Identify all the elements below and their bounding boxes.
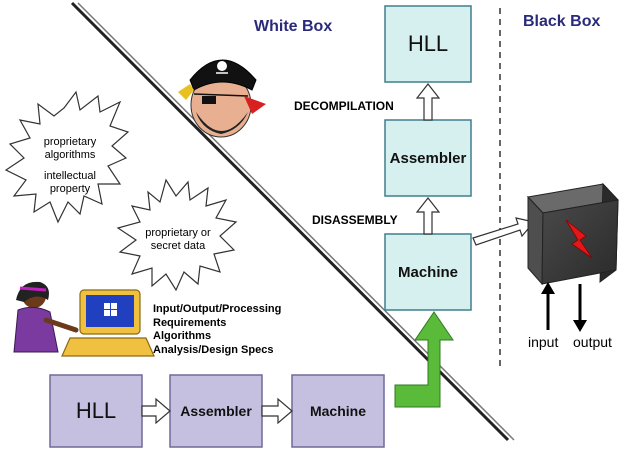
output-arrow	[573, 284, 587, 332]
wb-assembler-label: Assembler	[389, 149, 467, 167]
starburst-2-line1: proprietary or	[145, 227, 211, 239]
lightning-bolt-icon	[565, 219, 593, 259]
white-box-heading: White Box	[254, 18, 333, 35]
requirements-item: Algorithms	[153, 330, 212, 342]
bottom-arrow-2	[261, 397, 293, 425]
starburst-1-line4: property	[49, 183, 91, 195]
starburst-2-line2: secret data	[150, 240, 206, 252]
wb-machine-box	[384, 233, 472, 311]
pirate-icon	[178, 59, 266, 138]
starburst-2-text: proprietary or secret data	[130, 227, 226, 253]
input-arrow	[541, 282, 555, 330]
output-label: output	[573, 334, 612, 350]
decompile-arrow	[415, 83, 441, 121]
starburst-1-text: proprietary algorithms intellectual prop…	[28, 136, 112, 196]
wb-machine-label: Machine	[397, 263, 458, 281]
requirements-item: Analysis/Design Specs	[153, 343, 274, 356]
bottom-machine-box	[291, 374, 385, 448]
programmer-icon	[13, 281, 155, 357]
starburst-1-line3: intellectual	[44, 170, 96, 182]
disassemble-arrow	[415, 197, 441, 235]
bottom-arrow-1	[141, 397, 171, 425]
bottom-assembler-label: Assembler	[180, 403, 252, 419]
starburst-1-line2: algorithms	[44, 149, 96, 161]
requirements-item: Requirements	[153, 316, 227, 329]
disassembly-label: DISASSEMBLY	[312, 213, 398, 227]
requirements-list: Input/Output/Processing Requirements Alg…	[153, 303, 281, 357]
bottom-hll-box	[49, 374, 143, 448]
bottom-hll-label: HLL	[75, 398, 117, 423]
starburst-1-line1: proprietary	[43, 136, 97, 148]
black-box-heading: Black Box	[523, 13, 601, 30]
starburst-proprietary-algorithms	[4, 90, 130, 224]
starburst-secret-data	[116, 178, 238, 292]
decompilation-label: DECOMPILATION	[294, 99, 394, 113]
black-box-cube	[527, 182, 619, 286]
wb-hll-label: HLL	[407, 31, 449, 56]
input-label: input	[528, 334, 559, 350]
green-elbow-arrow	[394, 311, 454, 408]
bottom-machine-label: Machine	[309, 403, 366, 419]
requirements-item: Input/Output/Processing	[153, 303, 282, 315]
wb-hll-box	[384, 5, 472, 83]
machine-to-blackbox-arrow	[472, 217, 536, 246]
